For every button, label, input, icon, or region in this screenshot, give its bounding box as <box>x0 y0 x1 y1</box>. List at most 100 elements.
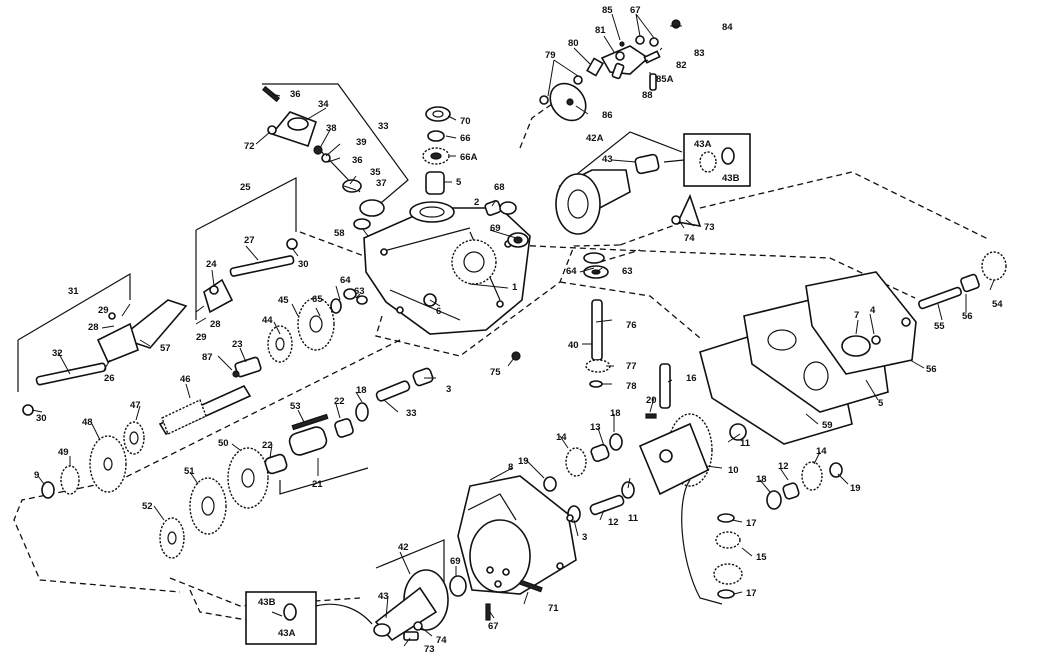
callout-74-upper: 74 <box>684 233 695 244</box>
callout-26: 26 <box>104 373 115 384</box>
callout-labels: 85 67 84 81 80 79 83 82 85A 88 86 36 34 … <box>34 5 1003 655</box>
gear-train <box>41 421 269 559</box>
shaft-spacer-group <box>264 367 434 475</box>
center-shafts <box>585 299 671 419</box>
callout-56: 56 <box>962 311 973 322</box>
callout-75: 75 <box>490 367 501 378</box>
callout-21: 21 <box>312 479 323 490</box>
callout-3-b: 3 <box>582 532 587 543</box>
callout-64-right: 64 <box>566 266 577 277</box>
callout-22: 22 <box>334 396 345 407</box>
callout-54: 54 <box>992 299 1003 310</box>
input-bearing-stack <box>422 106 451 195</box>
callout-36-top: 36 <box>290 89 301 100</box>
callout-68: 68 <box>494 182 505 193</box>
callout-76: 76 <box>626 320 637 331</box>
callout-56-b: 56 <box>926 364 937 375</box>
callout-73-upper: 73 <box>704 222 715 233</box>
callout-2: 2 <box>474 197 479 208</box>
callout-38: 38 <box>326 123 337 134</box>
callout-77: 77 <box>626 361 637 372</box>
callout-43A-inset: 43A <box>694 139 712 150</box>
axle-housing-lower <box>373 569 543 642</box>
callout-34: 34 <box>318 99 329 110</box>
callout-53: 53 <box>290 401 301 412</box>
dashed-assembly-lines <box>13 103 991 625</box>
callout-64: 64 <box>340 275 351 286</box>
callout-51: 51 <box>184 466 195 477</box>
callout-88: 88 <box>642 90 653 101</box>
cover-gaskets <box>699 271 917 445</box>
callout-86: 86 <box>602 110 613 121</box>
gear-case <box>457 475 577 595</box>
callout-4: 4 <box>870 305 876 316</box>
callout-65: 65 <box>312 294 323 305</box>
callout-16: 16 <box>686 373 697 384</box>
callout-3: 3 <box>446 384 451 395</box>
bracket-lines <box>17 83 683 596</box>
callout-9: 9 <box>34 470 39 481</box>
callout-47: 47 <box>130 400 141 411</box>
callout-18-c: 18 <box>756 474 767 485</box>
callout-28-b: 28 <box>210 319 221 330</box>
callout-43: 43 <box>378 591 389 602</box>
callout-29: 29 <box>98 305 109 316</box>
callout-78: 78 <box>626 381 637 392</box>
callout-85A: 85A <box>656 74 674 85</box>
callout-19-b: 19 <box>850 483 861 494</box>
callout-42A: 42A <box>586 133 604 144</box>
callout-33: 33 <box>378 121 389 132</box>
callout-33-lower: 33 <box>406 408 417 419</box>
callout-83: 83 <box>694 48 705 59</box>
callout-17: 17 <box>746 518 757 529</box>
callout-82: 82 <box>676 60 687 71</box>
callout-18: 18 <box>356 385 367 396</box>
callout-46: 46 <box>180 374 191 385</box>
callout-52: 52 <box>142 501 153 512</box>
callout-11: 11 <box>740 438 751 449</box>
callout-55: 55 <box>934 321 945 332</box>
callout-67: 67 <box>630 5 641 16</box>
callout-40: 40 <box>568 340 579 351</box>
callout-20: 20 <box>646 395 657 406</box>
callout-39: 39 <box>356 137 367 148</box>
inset-box-lower <box>245 591 373 645</box>
callout-63-right: 63 <box>622 266 633 277</box>
differential-group <box>543 413 843 523</box>
callout-27: 27 <box>244 235 255 246</box>
callout-87: 87 <box>202 352 213 363</box>
callout-71: 71 <box>548 603 559 614</box>
callout-17-b: 17 <box>746 588 757 599</box>
callout-42: 42 <box>398 542 409 553</box>
callout-23: 23 <box>232 339 243 350</box>
callout-43A-inset-lower: 43A <box>278 628 296 639</box>
callout-13: 13 <box>590 422 601 433</box>
callout-58: 58 <box>334 228 345 239</box>
callout-81: 81 <box>595 25 606 36</box>
callout-67-b: 67 <box>488 621 499 632</box>
output-shaft <box>901 251 1007 327</box>
fork-shaft-group <box>22 238 298 416</box>
callout-44: 44 <box>262 315 273 326</box>
callout-12: 12 <box>778 461 789 472</box>
callout-7: 7 <box>854 310 859 321</box>
callout-29-b: 29 <box>196 332 207 343</box>
callout-22-b: 22 <box>262 440 273 451</box>
callout-11-b: 11 <box>628 513 639 524</box>
callout-5-b: 5 <box>878 398 884 409</box>
callout-43B-inset: 43B <box>722 173 740 184</box>
callout-8: 8 <box>508 462 513 473</box>
callout-37: 37 <box>376 178 387 189</box>
callout-69: 69 <box>490 223 501 234</box>
callout-48: 48 <box>82 417 93 428</box>
leader-lines <box>31 13 995 647</box>
callout-66: 66 <box>460 133 471 144</box>
callout-14-b: 14 <box>816 446 827 457</box>
callout-10: 10 <box>728 465 739 476</box>
callout-1: 1 <box>512 282 518 293</box>
callout-19: 19 <box>518 456 529 467</box>
callout-63: 63 <box>354 286 365 297</box>
callout-72: 72 <box>244 141 255 152</box>
callout-45: 45 <box>278 295 289 306</box>
callout-70: 70 <box>460 116 471 127</box>
